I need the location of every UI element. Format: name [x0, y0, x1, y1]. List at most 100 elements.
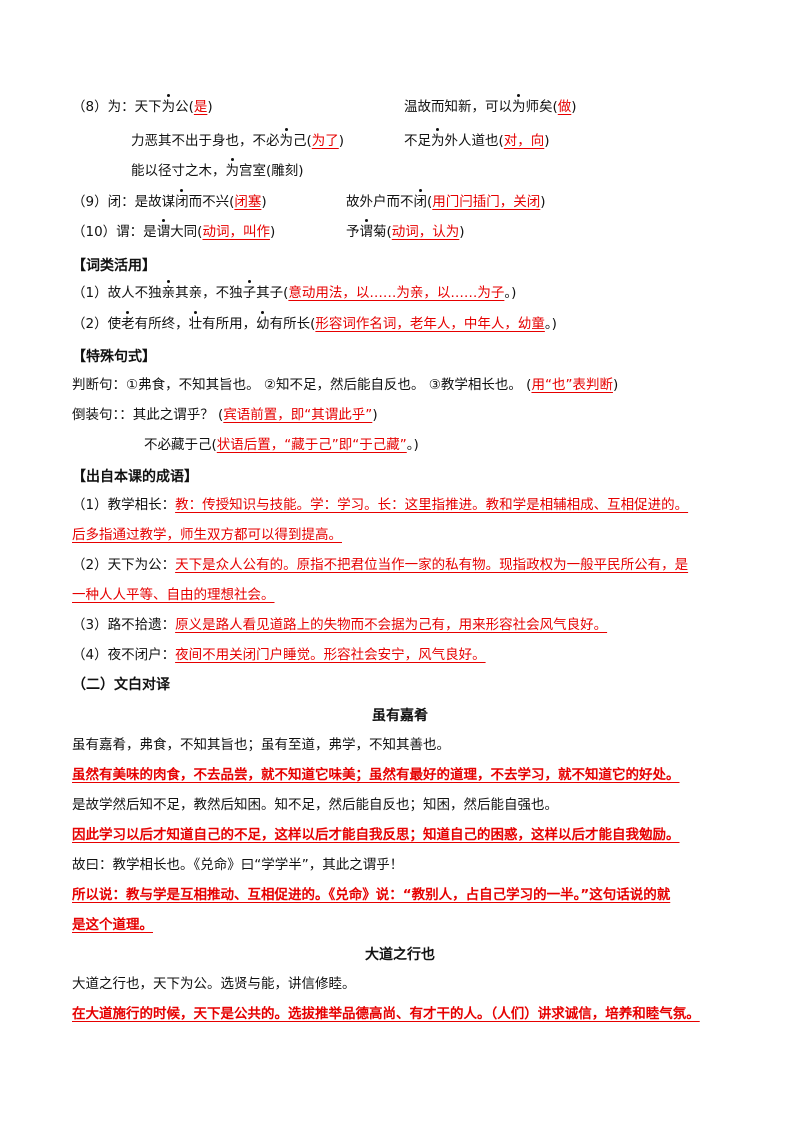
answer-text: 教：传授知识与技能。学：学习。长：这里指推进。教和学是相辅相成、互相促进的。 [175, 497, 689, 513]
text-segment: 。) [504, 285, 517, 301]
text-line: 是故学然后知不足，教然后知困。知不足，然后能自反也；知困，然后能自强也。 [72, 795, 558, 815]
text-segment: （9）闭：是故谋 [72, 194, 176, 210]
text-segment: ) [612, 377, 619, 393]
text-segment: 大道之行也，天下为公。选贤与能，讲信修睦。 [72, 976, 356, 992]
text-line: 是这个道理。 [72, 915, 153, 935]
section-title-dadao: 大道之行也 [365, 947, 435, 963]
text-segment: 有所终， [134, 316, 189, 332]
text-segment: 菊( [373, 224, 392, 240]
text-segment: ) [372, 407, 378, 423]
emphasized-character: 为 [431, 128, 445, 149]
text-segment: 判断句：①弗食，不知其旨也。 ②知不足，然后能自反也。 ③教学相长也。 ( [72, 377, 532, 393]
text-segment: 。) [406, 437, 419, 453]
text-segment: （1）教学相长： [72, 497, 176, 513]
answer-text: 天下是众人公有的。原指不把君位当作一家的私有物。现指政权为一般平民所公有，是 [175, 557, 689, 573]
answer-text: 一种人人平等、自由的理想社会。 [72, 587, 275, 603]
text-segment: ) [571, 99, 577, 115]
text-segment: 外人道也( [444, 133, 504, 149]
answer-text: 状语后置，“藏于己”即“于己藏” [216, 437, 407, 453]
text-line: 予谓菊(动词，认为) [346, 219, 465, 242]
emphasized-character: 老 [121, 311, 135, 332]
answer-text: 闭塞 [234, 194, 262, 210]
answer-text: 形容词作名词，老年人，中年人，幼童 [315, 316, 545, 332]
text-line: 因此学习以后才知道自己的不足，这样以后才能自我反思；知道自己的困惑，这样以后才能… [72, 825, 680, 845]
text-line: 所以说：教与学是互相推动、互相促进的。《兑命》说：“教别人，占自己学习的一半。”… [72, 885, 670, 905]
emphasized-character: 谓 [156, 219, 171, 240]
emphasized-character: 为 [512, 94, 526, 115]
text-segment: 予 [346, 224, 360, 240]
answer-text: 是 [193, 99, 208, 115]
text-segment: 而不兴( [188, 194, 235, 210]
text-line: 大道之行也，天下为公。选贤与能，讲信修睦。 [72, 974, 356, 994]
text-segment: 大同( [170, 224, 203, 240]
answer-text: 所以说：教与学是互相推动、互相促进的。《兑命》说：“教别人，占自己学习的一半。”… [72, 887, 671, 903]
emphasized-character: 亲 [161, 280, 176, 301]
text-line: （2）天下为公：天下是众人公有的。原指不把君位当作一家的私有物。现指政权为一般平… [72, 555, 688, 575]
text-segment: 倒装句：：其此之谓乎？ ( [72, 407, 224, 423]
text-segment: 虽有嘉肴，弗食，不知其旨也；虽有至道，弗学，不知其善也。 [72, 737, 450, 753]
text-segment: 宫室(雕刻) [239, 163, 304, 179]
answer-text: 因此学习以后才知道自己的不足，这样以后才能自我反思；知道自己的困惑，这样以后才能… [72, 827, 680, 843]
text-segment: 其子( [256, 285, 289, 301]
text-segment: 【词类活用】 [72, 258, 156, 274]
answer-text: 虽然有美味的肉食，不去品尝，就不知道它味美；虽然有最好的道理，不去学习，就不知道… [72, 767, 680, 783]
text-line: 力恶其不出于身也，不必为己(为了) [131, 128, 345, 151]
text-segment: 。) [544, 316, 557, 332]
text-line: （1）教学相长：教：传授知识与技能。学：学习。长：这里指推进。教和学是相辅相成、… [72, 495, 688, 515]
text-segment: （2）天下为公： [72, 557, 176, 573]
answer-text: 用“也”表判断 [531, 377, 613, 393]
text-line: 虽有嘉肴，弗食，不知其旨也；虽有至道，弗学，不知其善也。 [72, 735, 450, 755]
text-segment: 不必藏于己( [144, 437, 217, 453]
text-segment: 有所用， [202, 316, 257, 332]
text-line: （8）为：天下为公(是) [72, 94, 213, 117]
section-heading: 【出自本课的成语】 [72, 467, 198, 487]
text-line: 一种人人平等、自由的理想社会。 [72, 585, 275, 605]
text-segment: 师矣( [525, 99, 558, 115]
text-segment: 其亲，不独 [175, 285, 243, 301]
answer-text: 夜间不用关闭门户睡觉。形容社会安宁，风气良好。 [175, 647, 486, 663]
text-segment: 能以径寸之木， [131, 163, 226, 179]
text-segment: 故外户而不 [346, 194, 414, 210]
text-line: 后多指通过教学，师生双方都可以得到提高。 [72, 525, 342, 545]
text-segment: ) [544, 133, 550, 149]
text-segment: 有所长( [269, 316, 316, 332]
text-line: 不足为外人道也(对，向) [404, 128, 550, 151]
text-segment: ( [427, 194, 433, 210]
text-segment: 公( [175, 99, 194, 115]
emphasized-character: 为 [279, 128, 293, 149]
answer-text: 为了 [311, 133, 339, 149]
text-segment: （10）谓：是 [72, 224, 157, 240]
text-line: 在大道施行的时候，天下是公共的。选拔推举品德高尚、有才干的人。（人们）讲求诚信，… [72, 1004, 700, 1024]
text-line: 不必藏于己(状语后置，“藏于己”即“于己藏”。) [144, 435, 419, 455]
emphasized-character: 壮 [188, 311, 203, 332]
text-segment: ) [338, 133, 345, 149]
text-segment: （2）使 [72, 316, 122, 332]
text-line: 故曰：教学相长也。《兑命》曰“学学半”，其此之谓乎！ [72, 855, 403, 875]
answer-text: 在大道施行的时候，天下是公共的。选拔推举品德高尚、有才干的人。（人们）讲求诚信，… [72, 1006, 700, 1022]
emphasized-character: 为 [161, 94, 176, 115]
text-line: 倒装句：：其此之谓乎？ (宾语前置，即“其谓此乎”) [72, 405, 378, 425]
answer-text: 后多指通过教学，师生双方都可以得到提高。 [72, 527, 342, 543]
text-segment: 不足 [404, 133, 431, 149]
answer-text: 用门闩插门，关闭 [432, 194, 541, 210]
text-segment: ) [540, 194, 546, 210]
text-line: （10）谓：是谓大同(动词，叫作) [72, 219, 275, 242]
section-heading: （二）文白对译 [72, 675, 170, 695]
section-heading: 【词类活用】 [72, 256, 156, 276]
text-line: 判断句：①弗食，不知其旨也。 ②知不足，然后能自反也。 ③教学相长也。 (用“也… [72, 375, 618, 395]
emphasized-character: 谓 [359, 219, 373, 240]
text-segment: （二）文白对译 [72, 677, 170, 693]
answer-text: 动词，认为 [391, 224, 460, 240]
answer-text: 动词，叫作 [202, 224, 270, 240]
text-line: （9）闭：是故谋闭而不兴(闭塞) [72, 189, 267, 212]
text-segment: 【特殊句式】 [72, 349, 156, 365]
emphasized-character: 幼 [256, 311, 270, 332]
text-line: 故外户而不闭(用门闩插门，关闭) [346, 189, 546, 212]
text-segment: 是故学然后知不足，教然后知困。知不足，然后能自反也；知困，然后能自强也。 [72, 797, 558, 813]
text-line: （4）夜不闭户：夜间不用关闭门户睡觉。形容社会安宁，风气良好。 [72, 645, 486, 665]
text-segment: 故曰：教学相长也。《兑命》曰“学学半”，其此之谓乎！ [72, 857, 404, 873]
text-line: （2）使老有所终，壮有所用，幼有所长(形容词作名词，老年人，中年人，幼童。) [72, 311, 557, 334]
answer-text: 做 [557, 99, 572, 115]
text-line: 温故而知新，可以为师矣(做) [404, 94, 577, 117]
